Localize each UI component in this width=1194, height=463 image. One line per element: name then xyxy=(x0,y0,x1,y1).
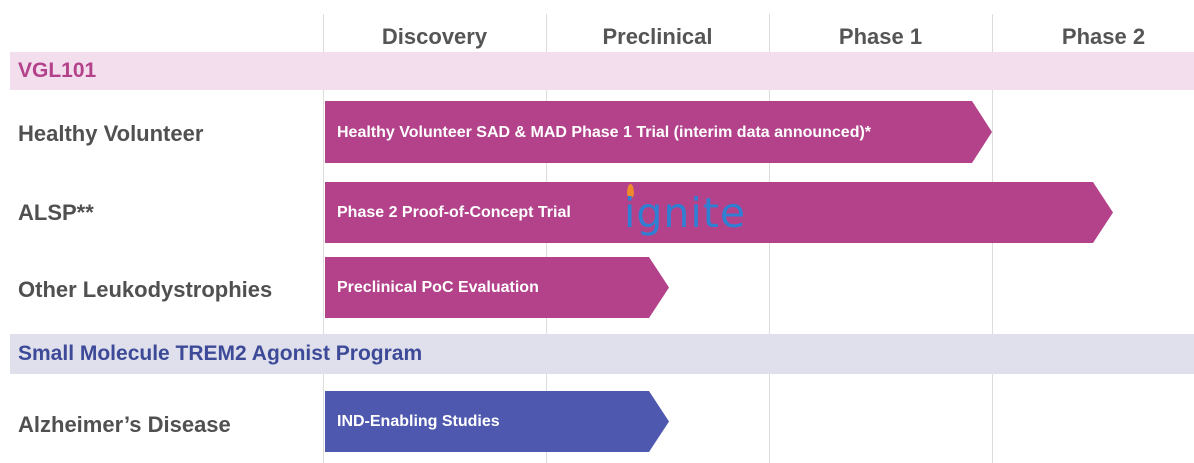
indication-label: Alzheimer’s Disease xyxy=(18,412,231,437)
progress-bar-label: Phase 2 Proof-of-Concept Trial xyxy=(337,204,571,221)
indication-label: ALSP** xyxy=(18,200,94,225)
flame-icon xyxy=(627,184,634,198)
progress-bar: Preclinical PoC Evaluation xyxy=(325,257,669,318)
stage-divider xyxy=(323,14,324,463)
stage-header-phase-1: Phase 1 xyxy=(838,24,923,49)
stage-header-phase-2: Phase 2 xyxy=(1061,24,1146,49)
progress-bar: IND-Enabling Studies xyxy=(325,391,669,452)
program-band-small-molecule: Small Molecule TREM2 Agonist Program xyxy=(10,334,1194,374)
indication-label: Other Leukodystrophies xyxy=(18,277,273,302)
ignite-logo: ignite xyxy=(624,189,747,237)
indication-label: Healthy Volunteer xyxy=(18,121,204,146)
progress-bar: Phase 2 Proof-of-Concept Trial xyxy=(325,182,1113,243)
progress-bar-label: Healthy Volunteer SAD & MAD Phase 1 Tria… xyxy=(337,123,872,141)
stage-header-discovery: Discovery xyxy=(381,24,488,49)
progress-bar-label: IND-Enabling Studies xyxy=(337,413,500,430)
program-name: VGL101 xyxy=(18,59,97,82)
progress-bar: Healthy Volunteer SAD & MAD Phase 1 Tria… xyxy=(325,101,992,163)
progress-bar-label: Preclinical PoC Evaluation xyxy=(337,279,539,296)
program-band-vgl101: VGL101 xyxy=(10,52,1194,90)
stage-header-preclinical: Preclinical xyxy=(602,24,713,49)
program-name: Small Molecule TREM2 Agonist Program xyxy=(18,342,423,365)
